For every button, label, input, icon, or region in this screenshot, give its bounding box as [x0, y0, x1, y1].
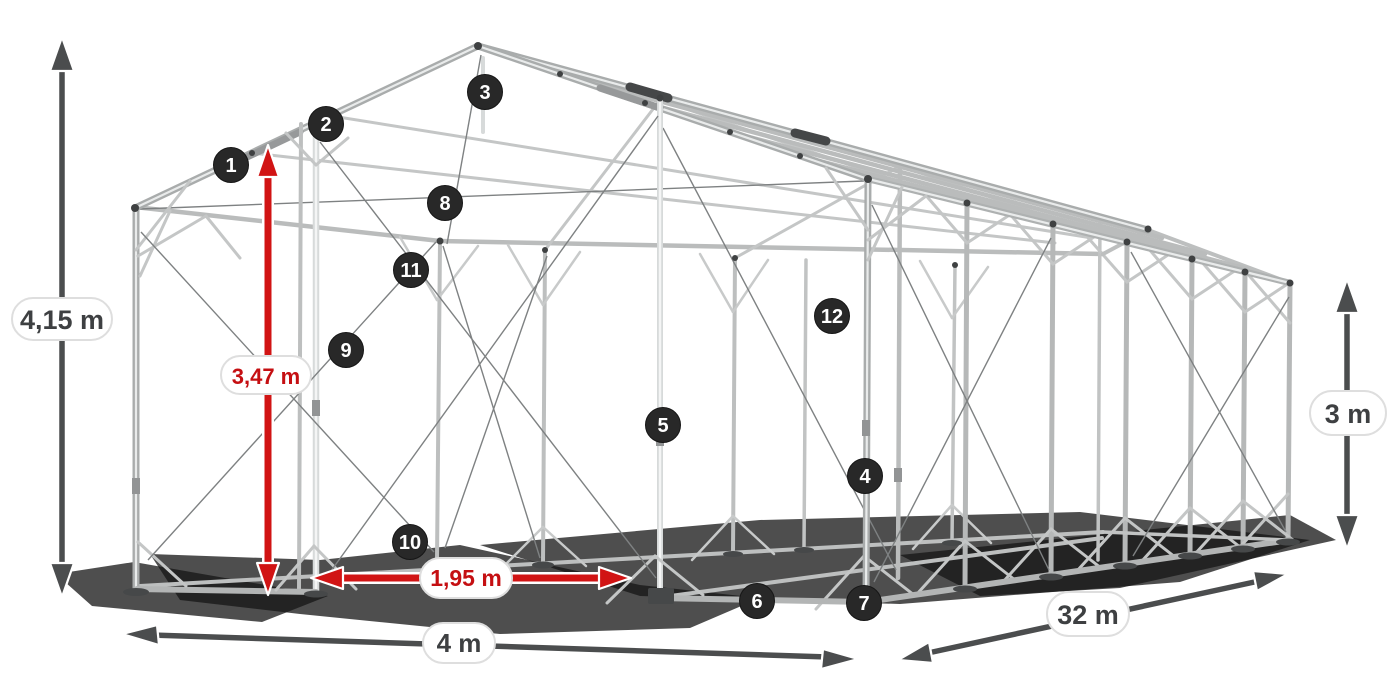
dimension-total-height: 4,15 m: [11, 35, 113, 599]
part-badge-7: 7: [846, 585, 882, 621]
part-badges: 1 2 3 4 5 6 7 8: [213, 74, 883, 621]
badge-number-12: 12: [821, 306, 843, 328]
side-height-label: 3 m: [1325, 399, 1372, 429]
entry-width-pill: [419, 557, 513, 599]
length-label: 32 m: [1057, 600, 1119, 630]
total-height-label: 4,15 m: [20, 305, 104, 335]
part-badge-10: 10: [392, 524, 428, 560]
dimension-length: 32 m: [896, 569, 1290, 665]
side-height-pill: [1309, 390, 1387, 436]
badge-number-7: 7: [858, 593, 869, 615]
roof-members: [474, 42, 1294, 287]
clearance-height-pill: [220, 355, 312, 395]
dimension-entry-width: 1,95 m: [309, 557, 633, 599]
badge-number-11: 11: [400, 260, 421, 282]
gable-width-label: 4 m: [437, 628, 482, 658]
total-height-pill: [11, 297, 113, 341]
part-badge-5: 5: [645, 407, 681, 443]
part-badge-3: 3: [467, 74, 503, 110]
part-badge-11: 11: [393, 252, 429, 288]
length-pill: [1046, 591, 1130, 637]
dimension-side-height: 3 m: [1309, 277, 1387, 551]
badge-number-6: 6: [751, 591, 762, 613]
part-badge-9: 9: [328, 332, 364, 368]
badge-number-9: 9: [340, 340, 351, 362]
badge-number-2: 2: [320, 114, 331, 136]
badge-number-5: 5: [657, 415, 668, 437]
dimension-gable-width: 4 m: [120, 622, 860, 671]
clearance-height-label: 3,47 m: [232, 364, 301, 389]
part-badge-8: 8: [427, 185, 463, 221]
part-badge-12: 12: [814, 298, 850, 334]
badge-number-3: 3: [479, 82, 490, 104]
part-badge-1: 1: [213, 147, 249, 183]
part-badge-2: 2: [308, 106, 344, 142]
gable-width-pill: [422, 622, 496, 664]
entry-width-label: 1,95 m: [430, 565, 502, 591]
ground-shadows: [56, 512, 1336, 634]
part-badge-6: 6: [739, 583, 775, 619]
dimension-clearance-height: 3,47 m: [220, 143, 312, 597]
badge-number-1: 1: [225, 155, 236, 177]
badge-number-8: 8: [439, 193, 450, 215]
part-badge-4: 4: [847, 458, 883, 494]
badge-number-10: 10: [399, 532, 421, 554]
front-gable-frame: [131, 42, 928, 606]
badge-number-4: 4: [859, 466, 871, 488]
frame-joints: [131, 42, 1294, 287]
